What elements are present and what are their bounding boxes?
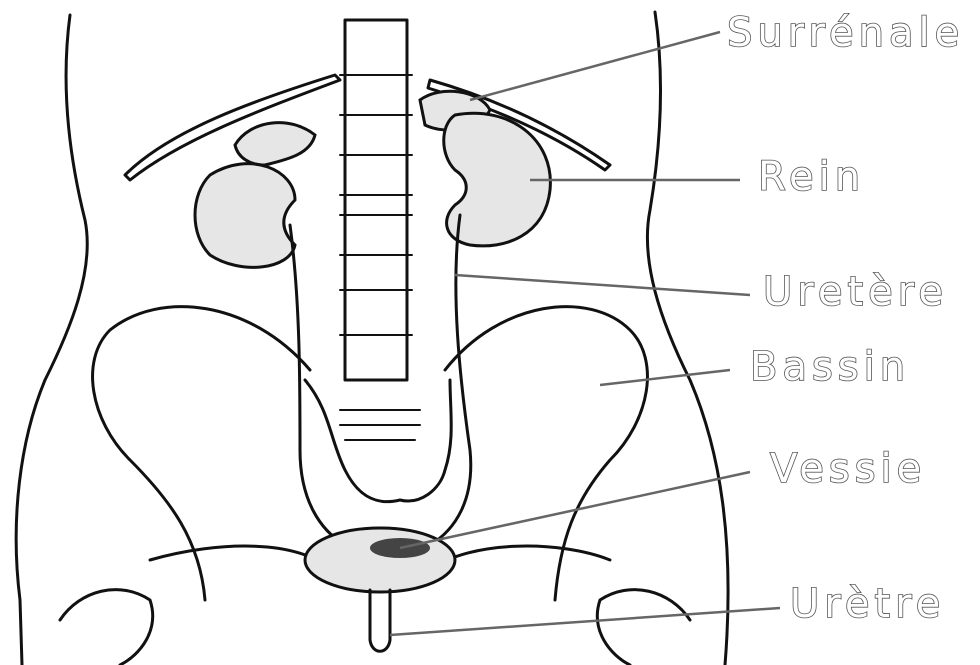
urethra	[370, 590, 390, 651]
label-bassin: Bassin	[750, 344, 910, 390]
label-rein: Rein	[758, 154, 865, 200]
label-uretre: Urètre	[790, 581, 945, 627]
vertebral-column	[340, 20, 412, 380]
label-uretere: Uretère	[763, 269, 948, 315]
label-surrenale: Surrénale	[727, 10, 964, 56]
label-vessie: Vessie	[770, 446, 926, 492]
pelvis	[60, 307, 690, 665]
bladder	[305, 528, 455, 592]
